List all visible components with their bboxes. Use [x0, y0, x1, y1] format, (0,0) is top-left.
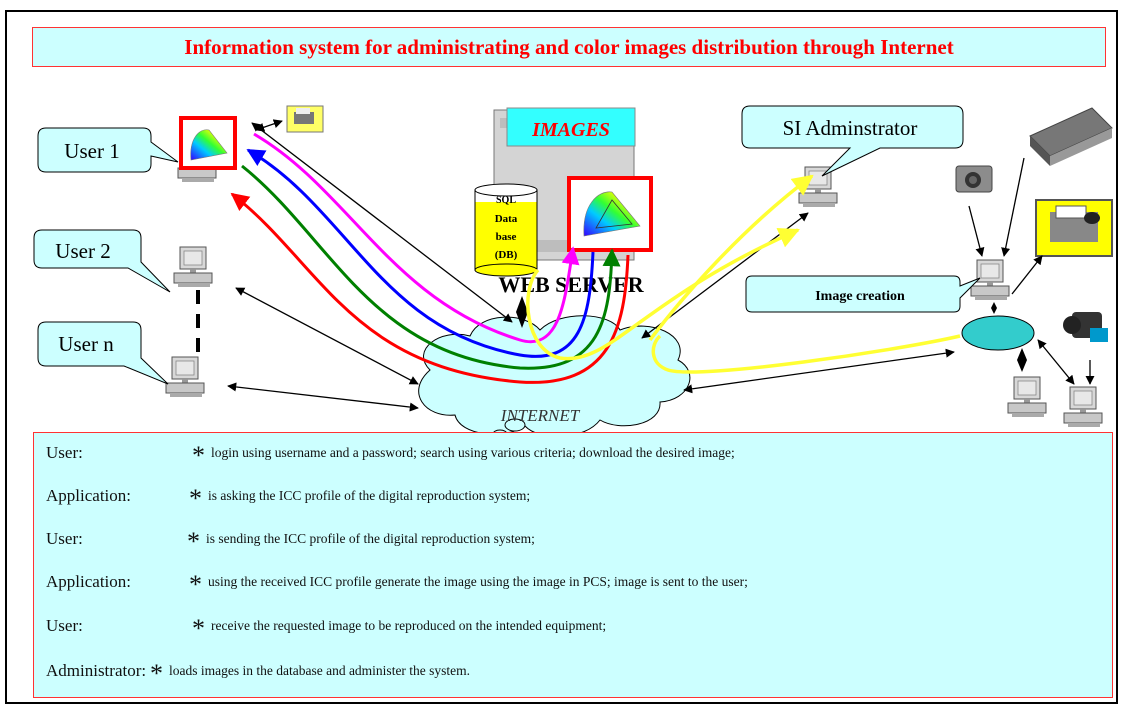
admin-label: SI Adminstrator: [783, 116, 918, 140]
peer-computer-icon: [1007, 376, 1047, 418]
diagram-title: Information system for administrating an…: [184, 34, 954, 59]
db-label-line1: Data: [495, 213, 518, 225]
local-hub: [961, 315, 1035, 351]
user1-label: User 1: [64, 139, 119, 163]
bullet-star: *: [192, 441, 205, 470]
bullet-star: *: [150, 659, 163, 688]
peer-computer-icon: [1063, 386, 1103, 428]
database-icon: SQL Data base (DB): [474, 183, 538, 277]
step-description: is sending the ICC profile of the digita…: [206, 531, 535, 546]
bullet-star: *: [189, 570, 202, 599]
images-label: IMAGES: [531, 119, 610, 141]
images-label-box: IMAGES: [506, 107, 636, 147]
step-row: User: * is sending the ICC profile of th…: [46, 521, 535, 557]
step-role: User:: [46, 529, 83, 548]
bullet-star: *: [187, 527, 200, 556]
admin-callout: SI Adminstrator: [741, 105, 964, 177]
user1-callout: User 1: [37, 127, 179, 173]
sql-label: SQL: [496, 195, 516, 206]
bullet-star: *: [192, 614, 205, 643]
bullet-star: *: [189, 484, 202, 513]
web-server-label: WEB SERVER: [498, 272, 644, 297]
usern-label: User n: [58, 332, 114, 356]
internet-label: INTERNET: [500, 406, 581, 425]
user2-label: User 2: [55, 239, 110, 263]
admin-computer-icon: [798, 166, 838, 208]
usern-computer-icon: [165, 356, 205, 398]
step-row: User: * login using username and a passw…: [46, 435, 735, 471]
title-banner: Information system for administrating an…: [32, 27, 1106, 67]
user2-computer-icon: [173, 246, 213, 288]
image-creation-callout: Image creation: [745, 275, 981, 313]
printer-icon: [286, 105, 324, 133]
step-description: receive the requested image to be reprod…: [211, 618, 607, 633]
step-row: Application: * using the received ICC pr…: [46, 564, 748, 600]
step-role: User:: [46, 443, 83, 462]
diamond-connector: [516, 296, 528, 328]
step-row: Application: * is asking the ICC profile…: [46, 478, 530, 514]
step-description: login using username and a password; sea…: [211, 445, 735, 460]
step-role: Application:: [46, 572, 131, 591]
network-links: [227, 119, 1095, 412]
video-camera-icon: [1063, 312, 1108, 342]
chromaticity-diagram-icon: [567, 176, 653, 252]
scanner-icon: [1029, 107, 1113, 166]
usern-callout: User n: [37, 321, 169, 385]
step-role: Administrator:: [46, 661, 147, 680]
diamond-connector: [991, 302, 997, 314]
step-role: Application:: [46, 486, 131, 505]
workflow-steps-panel: User: * login using username and a passw…: [33, 432, 1113, 698]
diamond-connector: [1017, 348, 1027, 372]
user2-callout: User 2: [33, 229, 171, 293]
step-description: is asking the ICC profile of the digital…: [208, 488, 531, 503]
step-description: using the received ICC profile generate …: [208, 574, 748, 589]
image-creation-label: Image creation: [815, 289, 905, 304]
step-role: User:: [46, 616, 83, 635]
step-description: loads images in the database and adminis…: [169, 663, 471, 678]
camera-icon: [955, 165, 993, 193]
printer-icon: [1035, 199, 1113, 257]
db-label-line3: (DB): [495, 249, 518, 261]
step-row: Administrator: * loads images in the dat…: [46, 653, 470, 689]
db-label-line2: base: [496, 231, 517, 243]
chromaticity-diagram-icon: [179, 116, 237, 170]
step-row: User: * receive the requested image to b…: [46, 608, 606, 644]
image-flow-curves: [230, 132, 961, 384]
